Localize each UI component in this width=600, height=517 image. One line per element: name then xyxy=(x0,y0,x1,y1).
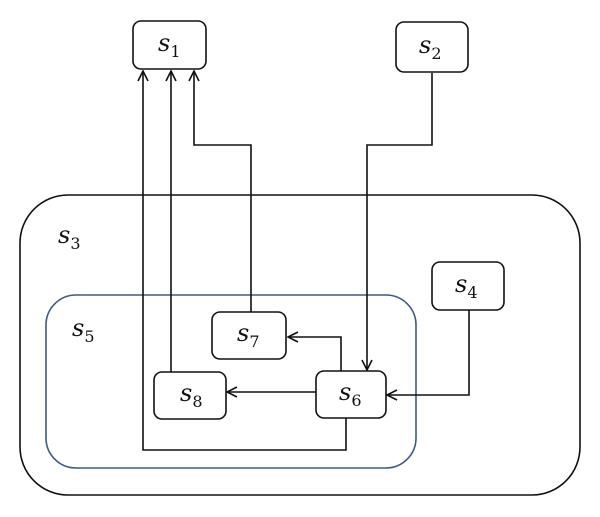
node-s7-base: s xyxy=(237,319,249,347)
node-s1-label: s1 xyxy=(158,29,181,61)
node-s8-sub: 8 xyxy=(192,392,202,411)
node-s2-label: s2 xyxy=(419,31,442,63)
label-s5-base: s xyxy=(72,314,84,342)
node-s6-sub: 6 xyxy=(351,391,361,410)
node-s2: s2 xyxy=(395,21,469,73)
edge-s6-s7 xyxy=(288,337,342,372)
node-s7-label: s7 xyxy=(237,319,260,351)
node-s4-sub: 4 xyxy=(467,283,477,302)
node-s6-label: s6 xyxy=(339,378,362,410)
node-s1-sub: 1 xyxy=(170,42,180,61)
node-s7-sub: 7 xyxy=(249,332,259,351)
label-s5: s5 xyxy=(72,314,95,346)
node-s2-base: s xyxy=(419,31,431,59)
label-s5-sub: 5 xyxy=(84,327,94,346)
node-s4-label: s4 xyxy=(455,270,478,302)
container-s5 xyxy=(45,294,417,469)
label-s3-base: s xyxy=(58,221,70,249)
node-s8-label: s8 xyxy=(180,379,203,411)
label-s3-sub: 3 xyxy=(70,234,80,253)
node-s8: s8 xyxy=(153,371,227,420)
edge-s2-s6 xyxy=(367,73,433,370)
edge-s7-s1 xyxy=(194,71,252,312)
edge-s4-s6 xyxy=(387,310,470,395)
container-s3 xyxy=(19,194,581,496)
node-s6: s6 xyxy=(315,370,387,419)
node-s1-base: s xyxy=(158,29,170,57)
node-s7: s7 xyxy=(211,311,287,360)
node-s4-base: s xyxy=(455,270,467,298)
node-s6-base: s xyxy=(339,378,351,406)
node-s1: s1 xyxy=(132,20,207,70)
node-s2-sub: 2 xyxy=(431,44,441,63)
node-s8-base: s xyxy=(180,379,192,407)
node-s4: s4 xyxy=(431,261,505,311)
label-s3: s3 xyxy=(58,221,81,253)
edge-s6-s1 xyxy=(143,71,347,451)
